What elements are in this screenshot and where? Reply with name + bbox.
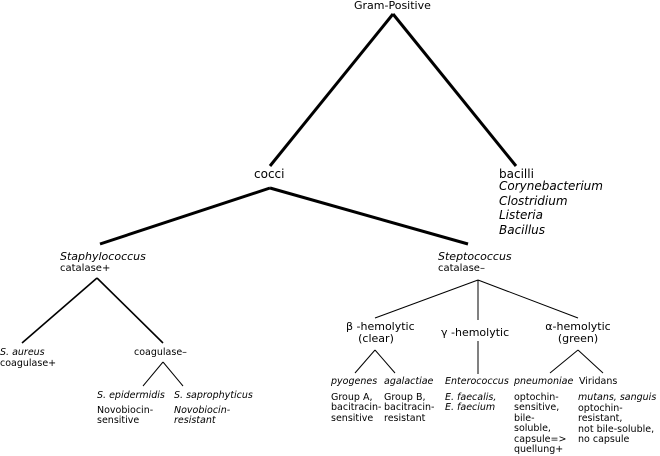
edge-coagneg-epidermidis: [142, 361, 164, 387]
edge-staph-aureus: [21, 277, 98, 344]
edge-alpha-viridans: [577, 349, 604, 374]
s-saprophyticus-note: Novobiocin- resistant: [174, 405, 231, 427]
bacilli-example-1: Corynebacterium: [499, 179, 603, 193]
edge-beta-pyogenes: [354, 349, 376, 374]
edge-alpha-pneumoniae: [549, 349, 579, 374]
enterococcus-name: Enterococcus: [445, 376, 509, 387]
s-saprophyticus-name: S. saprophyticus: [174, 390, 253, 401]
coagulase-neg-label: coagulase–: [134, 347, 187, 358]
pneumoniae-note: optochin- sensitive, bile- soluble, caps…: [514, 392, 567, 456]
bacilli-label: bacilli: [499, 167, 534, 181]
viridans-name: Viridans: [579, 376, 618, 387]
enterococcus-species: E. faecalis, E. faecium: [445, 392, 497, 414]
pneumoniae-name: pneumoniae: [514, 376, 574, 387]
strep-name: Steptococcus: [438, 250, 512, 263]
bacilli-example-4: Bacillus: [499, 223, 546, 237]
agalactiae-note: Group B, bacitracin- resistant: [384, 392, 435, 424]
viridans-species: mutans, sanguis: [578, 392, 657, 403]
alpha-hemolytic-label: α-hemolytic (green): [545, 320, 611, 346]
edge-strep-beta: [374, 279, 479, 319]
s-aureus-test: coagulase+: [0, 358, 57, 369]
edge-cocci-strep: [269, 186, 469, 246]
edge-root-bacilli: [391, 13, 518, 167]
gamma-hemolytic-label: γ -hemolytic: [441, 326, 510, 339]
bacilli-example-3: Listeria: [499, 208, 543, 222]
root-label: Gram-Positive: [354, 0, 431, 12]
s-epidermidis-name: S. epidermidis: [97, 390, 165, 401]
cocci-label: cocci: [254, 167, 285, 181]
beta-hemolytic-label: β -hemolytic (clear): [346, 320, 415, 346]
edge-strep-alpha: [477, 279, 579, 319]
viridans-note: optochin- resistant, not bile-soluble, n…: [578, 403, 655, 446]
edge-cocci-staph: [99, 186, 271, 246]
edge-beta-agalactiae: [374, 349, 396, 374]
pyogenes-note: Group A, bacitracin- sensitive: [331, 392, 382, 424]
edge-coagneg-saprophyticus: [162, 361, 184, 387]
s-aureus-name: S. aureus: [0, 347, 45, 358]
edge-root-cocci: [268, 13, 395, 167]
staph-name: Staphylococcus: [60, 250, 146, 263]
agalactiae-name: agalactiae: [384, 376, 434, 387]
edge-staph-coagneg: [96, 277, 164, 344]
s-epidermidis-note: Novobiocin- sensitive: [97, 405, 154, 427]
strep-test: catalase–: [438, 263, 485, 274]
pyogenes-name: pyogenes: [331, 376, 378, 387]
staph-test: catalase+: [60, 263, 111, 274]
bacilli-example-2: Clostridium: [499, 194, 568, 208]
